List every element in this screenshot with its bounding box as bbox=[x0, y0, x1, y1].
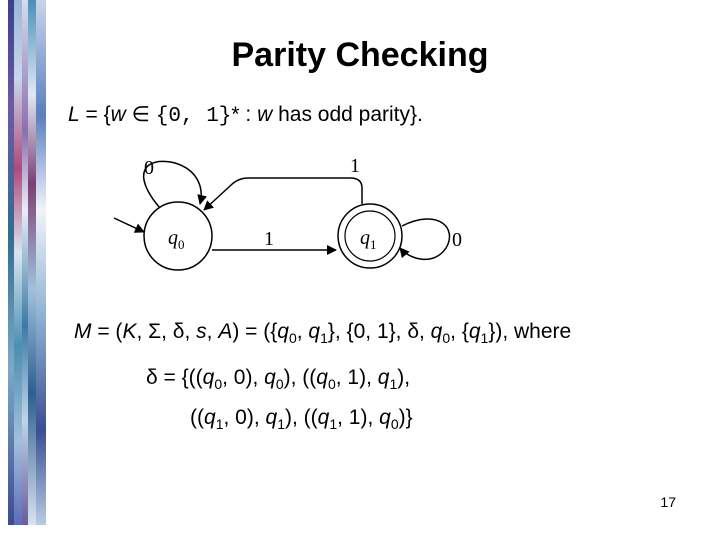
text-run: q bbox=[204, 406, 216, 429]
lang-symbol-w: w bbox=[110, 103, 126, 126]
subscript: 0 bbox=[442, 330, 451, 347]
subscript: 1 bbox=[277, 416, 285, 433]
lang-symbol-L: L bbox=[68, 103, 80, 126]
state-q1-inner bbox=[344, 210, 396, 262]
text-run: ) = ({ bbox=[232, 320, 278, 343]
text-run: M bbox=[74, 320, 92, 343]
text-run: q bbox=[265, 406, 278, 429]
text-run: )} bbox=[398, 406, 413, 429]
text-run: q bbox=[430, 320, 443, 343]
text-run: K bbox=[122, 320, 137, 343]
transition-function-line-1: δ = {((q0, 0), q0), ((q0, 1), q1), bbox=[146, 366, 410, 392]
text-run: q bbox=[277, 320, 289, 343]
text-run: δ = {(( bbox=[146, 366, 203, 389]
text-run: }), where bbox=[488, 320, 572, 343]
transition-label-q1-q1: 0 bbox=[452, 229, 462, 251]
lang-eq-open: = { bbox=[79, 103, 111, 126]
transition-label-q0-q0: 0 bbox=[144, 157, 154, 179]
transition-function-line-2: ((q1, 0), q1), ((q1, 1), q0)} bbox=[190, 406, 413, 432]
text-run: }, {0, 1}, δ, bbox=[327, 320, 431, 343]
text-run: q bbox=[317, 406, 330, 429]
text-run: , bbox=[206, 320, 219, 343]
slide-title: Parity Checking bbox=[231, 36, 489, 74]
text-run: ), (( bbox=[284, 406, 318, 429]
text-run: , { bbox=[450, 320, 469, 343]
transition-label-q1-q0: 1 bbox=[350, 155, 360, 177]
text-run: , bbox=[296, 320, 309, 343]
transition-q1-q0 bbox=[203, 177, 363, 211]
machine-definition-line-1: M = (K, Σ, δ, s, A) = ({q0, q1}, {0, 1},… bbox=[74, 320, 571, 346]
text-run: q bbox=[377, 366, 390, 389]
text-run: q bbox=[202, 366, 215, 389]
text-run: q bbox=[264, 366, 276, 389]
text-run: ), (( bbox=[283, 366, 317, 389]
transition-q1-q1 bbox=[399, 218, 451, 260]
lang-symbol-w-2: w bbox=[257, 103, 273, 126]
subscript: 1 bbox=[480, 330, 489, 347]
text-run: , 1), bbox=[335, 366, 378, 389]
subscript: 1 bbox=[215, 416, 224, 433]
text-run: q bbox=[316, 366, 328, 389]
text-run: , Σ, δ, bbox=[136, 320, 197, 343]
text-run: , 0), bbox=[222, 366, 265, 389]
subscript: 0 bbox=[288, 330, 297, 347]
text-run: = ( bbox=[91, 320, 123, 343]
subscript: 0 bbox=[390, 416, 399, 433]
state-q1-outer bbox=[337, 203, 403, 269]
subscript: 0 bbox=[327, 376, 336, 393]
alphabet-set: {0, 1} bbox=[155, 105, 232, 128]
element-of-symbol: ∈ bbox=[125, 103, 156, 126]
transition-label-q0-q1: 1 bbox=[264, 228, 274, 250]
state-q0 bbox=[143, 201, 213, 271]
state-q1-label: q1 bbox=[360, 227, 377, 252]
lang-condition: has odd parity}. bbox=[272, 103, 423, 126]
start-arrow bbox=[113, 217, 145, 233]
text-run: A bbox=[218, 320, 233, 343]
subscript: 0 bbox=[275, 376, 284, 393]
text-run: q bbox=[379, 406, 391, 429]
text-run: , 0), bbox=[223, 406, 266, 429]
transition-q0-q0 bbox=[142, 160, 208, 209]
text-run: q bbox=[468, 320, 481, 343]
text-run: s bbox=[196, 320, 207, 343]
state-diagram: q0 q1 0 1 1 0 bbox=[113, 155, 462, 271]
text-run: ), bbox=[397, 366, 411, 389]
decorative-side-strip bbox=[8, 0, 46, 525]
subscript: 1 bbox=[329, 416, 338, 433]
text-run: , 1), bbox=[337, 406, 380, 429]
page-number: 17 bbox=[660, 494, 676, 510]
subscript: 1 bbox=[389, 376, 398, 393]
text-run: q bbox=[308, 320, 321, 343]
text-run: (( bbox=[190, 406, 204, 429]
subscript: 1 bbox=[320, 330, 328, 347]
subscript: 0 bbox=[214, 376, 223, 393]
kleene-star-colon: * : bbox=[231, 103, 258, 126]
state-q0-label: q0 bbox=[168, 227, 185, 252]
language-definition: L = {w ∈ {0, 1}* : w has odd parity}. bbox=[68, 102, 423, 128]
